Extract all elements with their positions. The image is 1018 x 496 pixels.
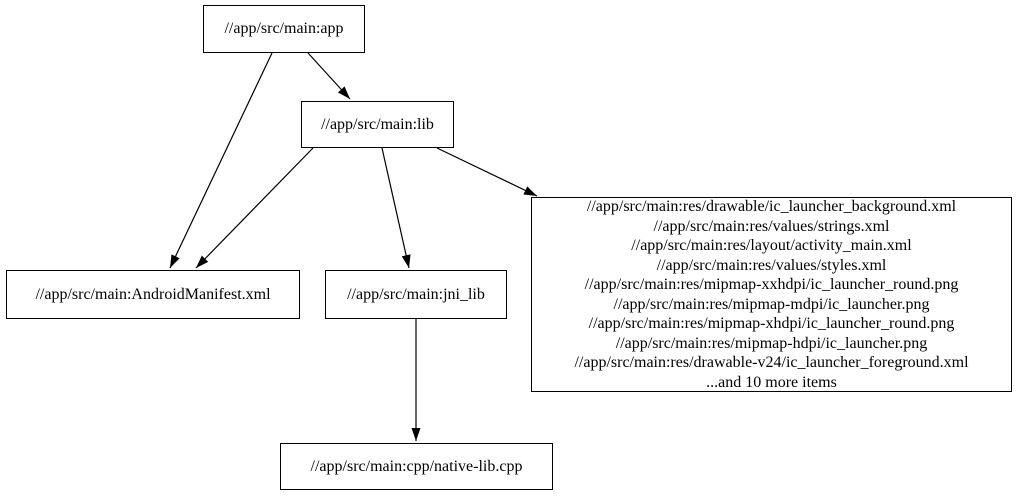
edge-app-to-manifest bbox=[169, 52, 273, 269]
node-app: //app/src/main:app bbox=[203, 5, 365, 53]
node-resources-line: //app/src/main:res/layout/activity_main.… bbox=[631, 237, 912, 254]
node-resources-line: //app/src/main:res/values/styles.xml bbox=[656, 256, 887, 274]
node-app-label: //app/src/main:app bbox=[224, 20, 344, 38]
node-resources: //app/src/main:res/drawable/ic_launcher_… bbox=[531, 197, 1012, 392]
node-resources-line: //app/src/main:res/values/strings.xml bbox=[653, 217, 890, 235]
edge-lib-to-jni-lib bbox=[381, 147, 411, 269]
node-native-lib-label: //app/src/main:cpp/native-lib.cpp bbox=[310, 457, 523, 475]
node-native-lib: //app/src/main:cpp/native-lib.cpp bbox=[280, 443, 553, 490]
node-resources-line: //app/src/main:res/mipmap-xhdpi/ic_launc… bbox=[588, 315, 955, 332]
node-jni-lib-label: //app/src/main:jni_lib bbox=[347, 285, 485, 303]
node-lib-label: //app/src/main:lib bbox=[321, 115, 434, 133]
node-android-manifest: //app/src/main:AndroidManifest.xml bbox=[6, 270, 300, 319]
node-jni-lib: //app/src/main:jni_lib bbox=[325, 270, 507, 319]
node-resources-line: //app/src/main:res/mipmap-xxhdpi/ic_laun… bbox=[584, 276, 959, 293]
node-resources-line: //app/src/main:res/drawable-v24/ic_launc… bbox=[574, 354, 969, 371]
node-resources-line: ...and 10 more items bbox=[706, 373, 837, 391]
edge-lib-to-resources bbox=[436, 147, 538, 197]
node-android-manifest-label: //app/src/main:AndroidManifest.xml bbox=[35, 285, 271, 303]
edge-app-to-lib bbox=[307, 52, 351, 100]
node-resources-line: //app/src/main:res/mipmap-hdpi/ic_launch… bbox=[615, 334, 928, 352]
node-resources-line: //app/src/main:res/mipmap-mdpi/ic_launch… bbox=[613, 295, 930, 313]
edge-lib-to-manifest bbox=[195, 147, 314, 269]
node-resources-line: //app/src/main:res/drawable/ic_launcher_… bbox=[586, 198, 957, 215]
node-lib: //app/src/main:lib bbox=[301, 101, 454, 148]
